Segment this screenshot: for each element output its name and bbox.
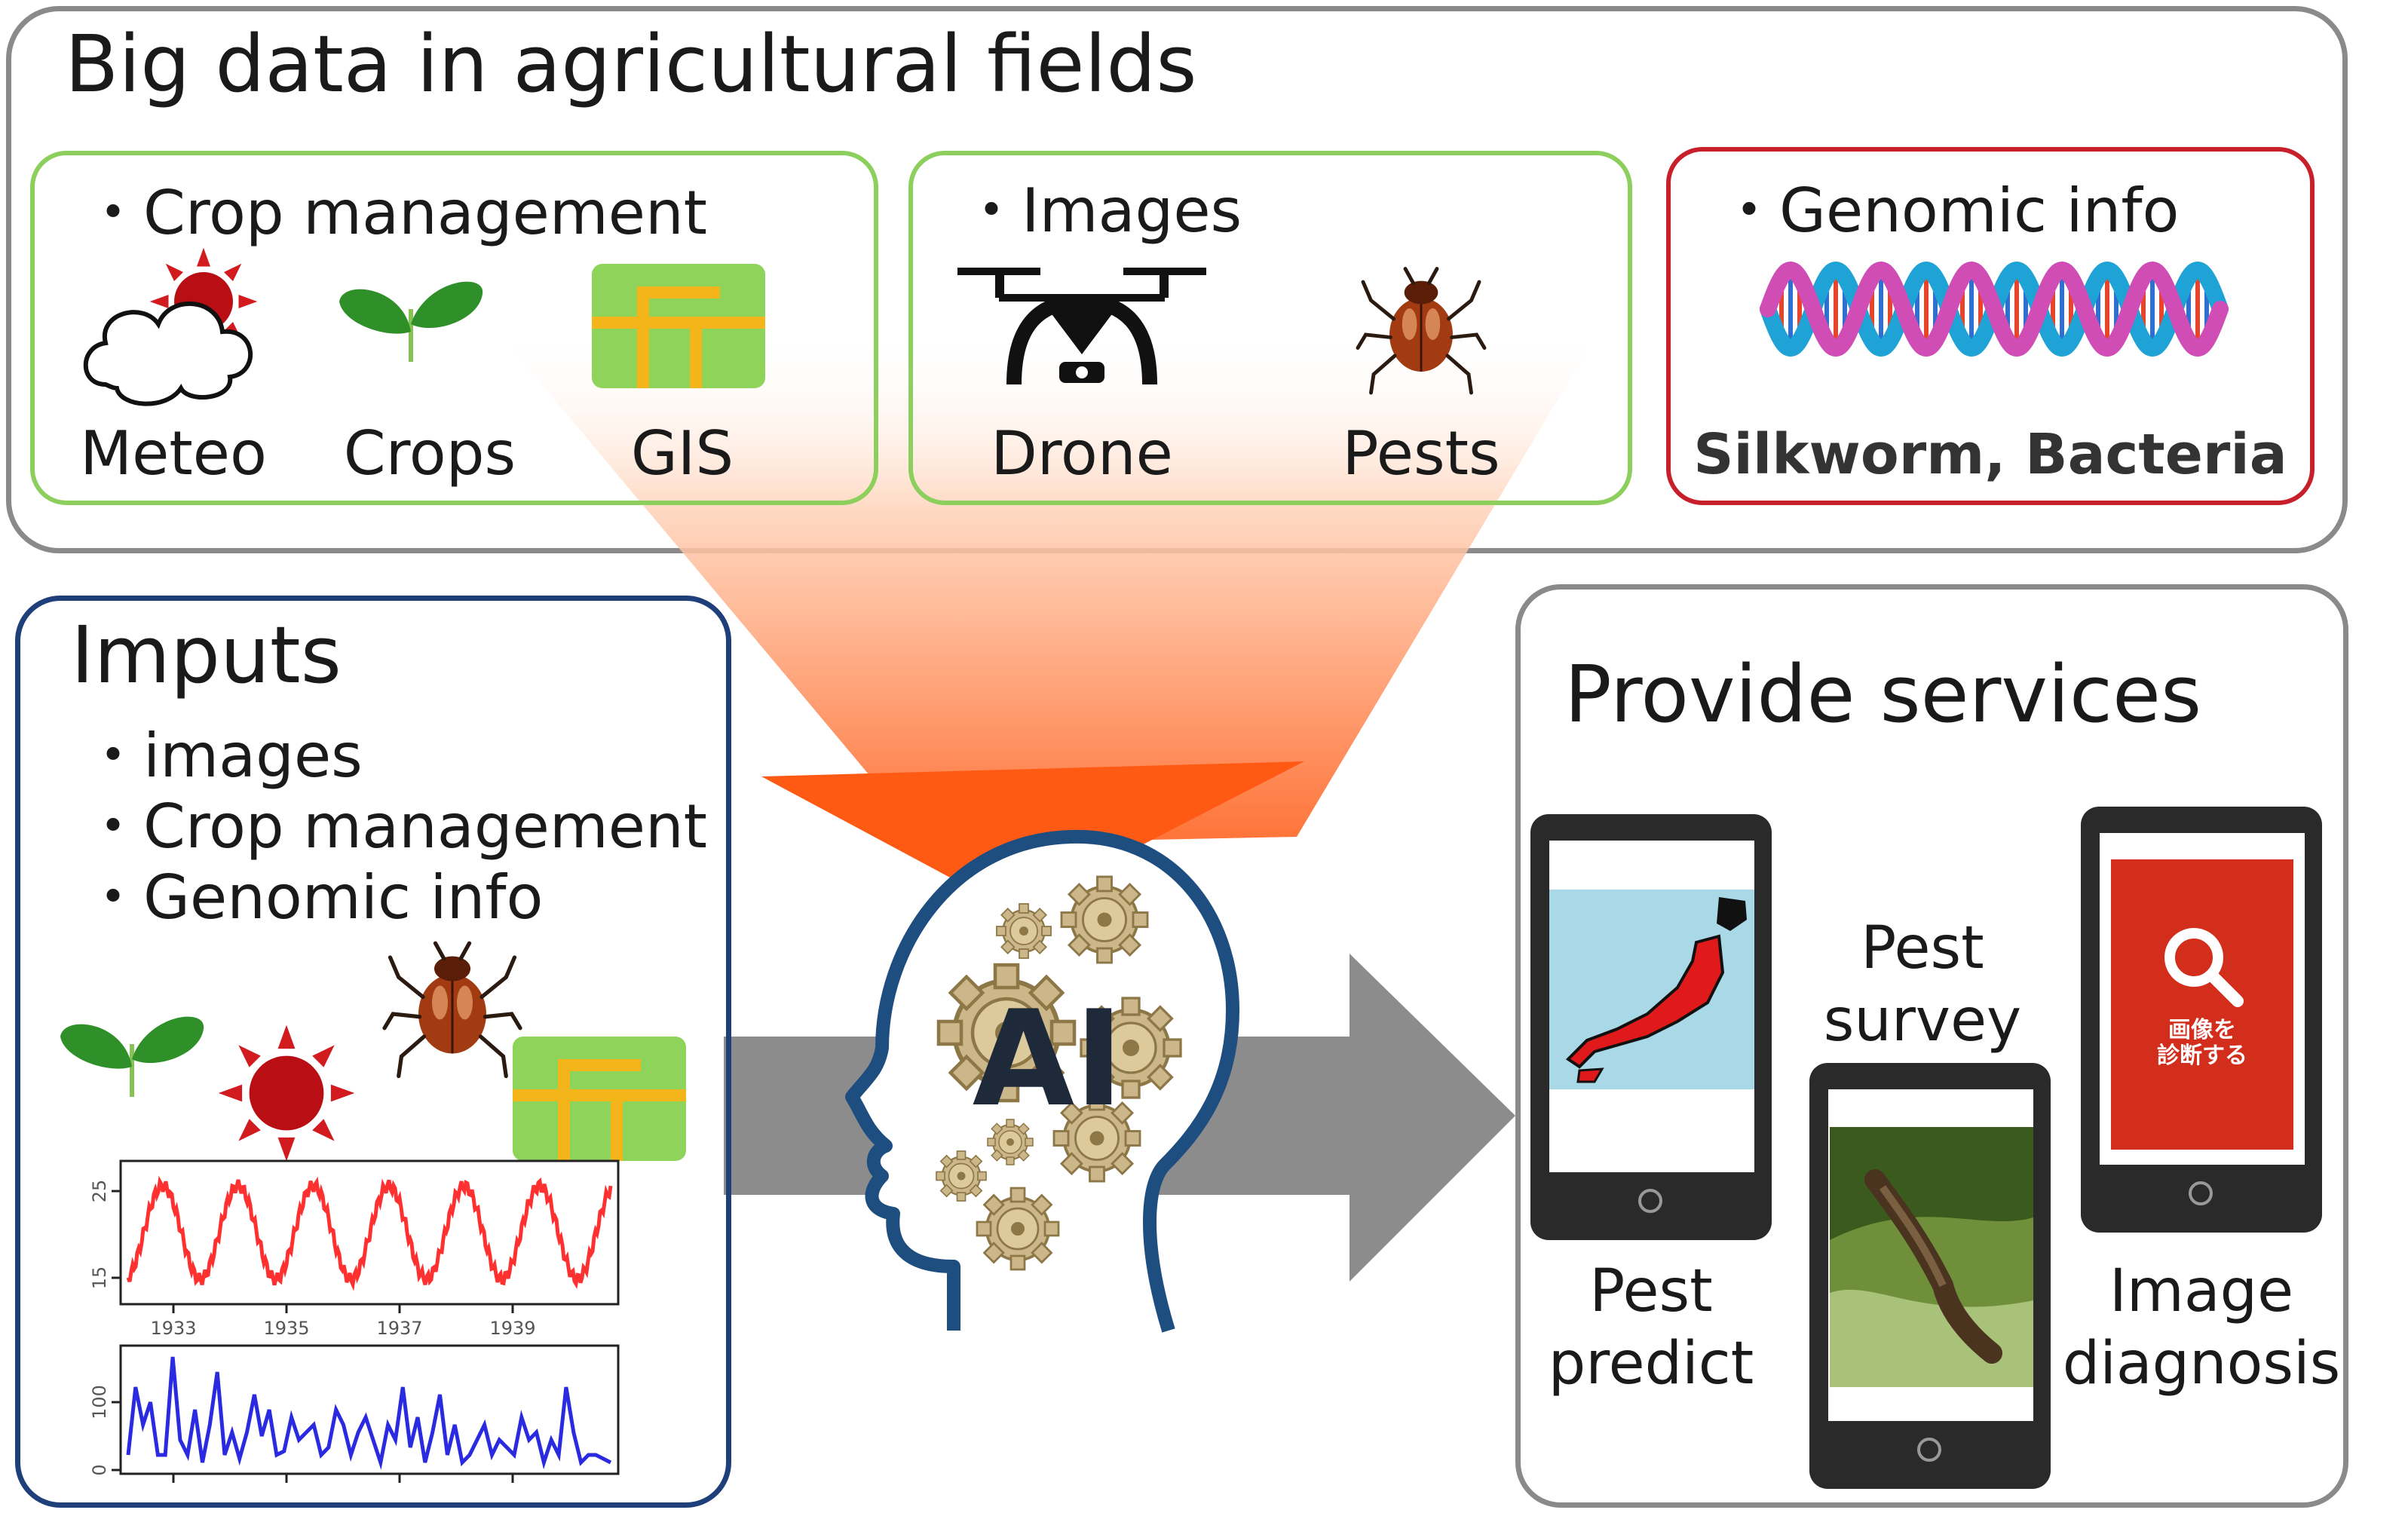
images-panel — [908, 151, 1632, 505]
crop-management-panel — [30, 151, 878, 505]
drone-icon — [957, 268, 1206, 385]
big-data-title: Big data in agricultural fields — [65, 18, 1197, 110]
inputs-item: ・Genomic info — [83, 862, 544, 933]
home-button-icon[interactable] — [1638, 1189, 1662, 1213]
ytick-label: 100 — [89, 1385, 110, 1420]
crop-management-header: ・Crop management — [83, 178, 708, 248]
images-header: ・Images — [961, 176, 1242, 246]
services-title: Provide services — [1564, 648, 2202, 740]
inputs-panel — [15, 596, 731, 1508]
inputs-item: ・Crop management — [83, 792, 708, 862]
ytick-label: 25 — [89, 1180, 110, 1203]
japan-map-icon — [1549, 890, 1754, 1089]
inputs-title: Imputs — [71, 609, 342, 701]
inputs-item: ・images — [83, 721, 363, 791]
ai-label: AI — [973, 983, 1124, 1136]
dna-icon — [1760, 261, 2229, 357]
genomic-species-label: Silkworm, Bacteria — [1693, 422, 2287, 487]
precipitation-chart: 100 0 — [89, 1344, 620, 1483]
meteo-label: Meteo — [80, 418, 267, 488]
ytick-label: 15 — [89, 1266, 110, 1290]
xtick-label: 1937 — [376, 1318, 422, 1339]
genomic-panel — [1666, 147, 2315, 505]
image-diagnosis-label: Image diagnosis — [2062, 1257, 2341, 1398]
diagnose-button[interactable] — [2111, 859, 2293, 1150]
home-button-icon[interactable] — [1917, 1438, 1941, 1462]
drone-label: Drone — [991, 418, 1173, 488]
services-panel — [1515, 584, 2348, 1508]
pests-label: Pests — [1342, 418, 1500, 488]
xtick-label: 1933 — [150, 1318, 196, 1339]
home-button-icon[interactable] — [2189, 1181, 2213, 1205]
ytick-label: 0 — [89, 1464, 110, 1475]
meteo-icon — [83, 247, 258, 406]
pest-predict-label: Pest predict — [1548, 1257, 1754, 1398]
ai-head-icon: AI — [845, 829, 1239, 1333]
xtick-label: 1939 — [489, 1318, 535, 1339]
xtick-label: 1935 — [263, 1318, 309, 1339]
diagnose-button-label: 画像を 診断する — [2157, 1017, 2247, 1069]
gis-label: GIS — [630, 418, 734, 488]
insect-photo — [1830, 1127, 2033, 1387]
inputs-crops-icon — [53, 995, 226, 1131]
genomic-header: ・Genomic info — [1719, 176, 2180, 246]
crops-label: Crops — [343, 418, 516, 488]
temperature-chart: 25 15 1933 1935 1937 1939 — [89, 1159, 620, 1339]
pest-survey-label: Pest survey — [1823, 914, 2022, 1055]
magnifier-icon — [2164, 928, 2244, 1007]
